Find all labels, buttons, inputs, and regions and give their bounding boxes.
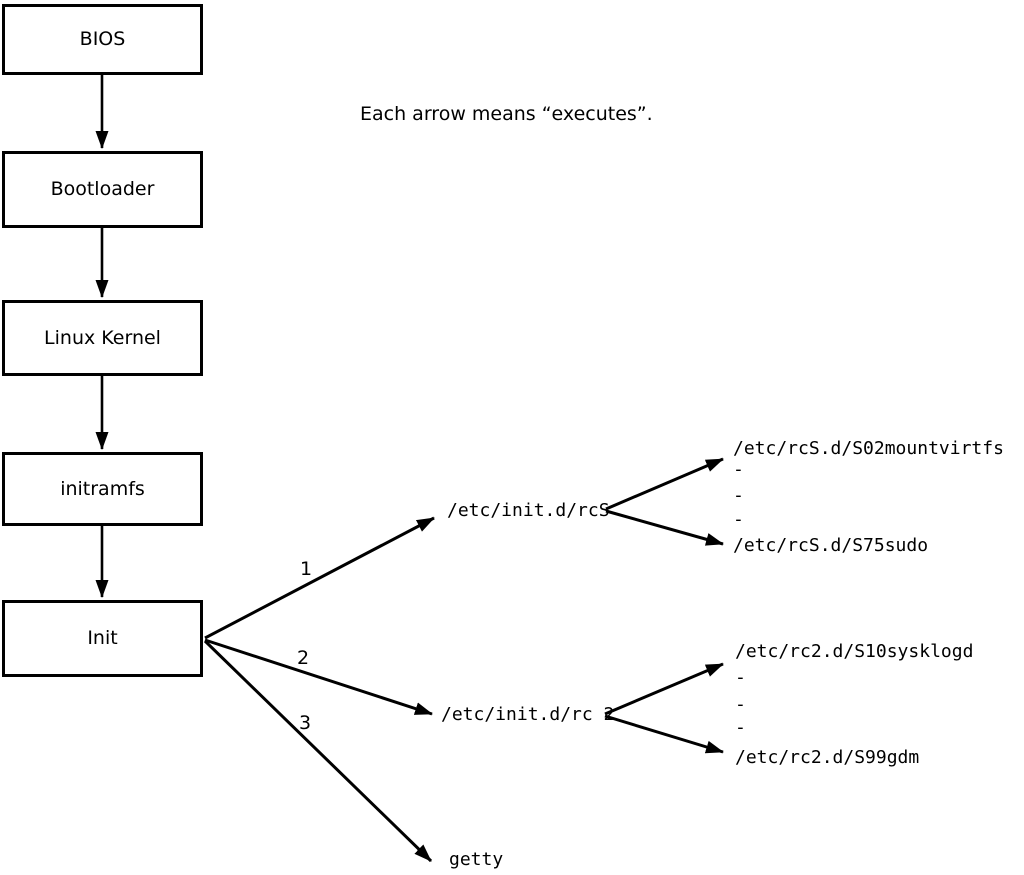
label-etc-init-d-rcs: /etc/init.d/rcS (447, 500, 610, 521)
arrow-init-to-getty (203, 639, 433, 863)
label-rcs-first-child: /etc/rcS.d/S02mountvirtfs (733, 438, 1004, 459)
box-bios: BIOS (2, 4, 203, 75)
label-rcs-ellipsis-3: - (733, 509, 744, 530)
arrow-rcs-to-s75 (605, 509, 724, 546)
box-linux-kernel: Linux Kernel (2, 300, 203, 376)
label-rc2-ellipsis-2: - (735, 694, 746, 715)
branch-order-1: 1 (300, 558, 313, 580)
arrow-rc2-to-s10 (604, 662, 724, 716)
label-etc-init-d-rc2: /etc/init.d/rc 2 (441, 704, 615, 725)
box-bootloader-label: Bootloader (50, 178, 155, 200)
label-rc2-ellipsis-3: - (735, 717, 746, 738)
label-rc2-ellipsis-1: - (735, 667, 746, 688)
box-bios-label: BIOS (79, 28, 126, 50)
arrow-init-to-rcs (204, 516, 435, 640)
box-bootloader: Bootloader (2, 151, 203, 228)
label-rc2-last-child: /etc/rc2.d/S99gdm (735, 747, 920, 768)
box-linux-kernel-label: Linux Kernel (44, 326, 161, 349)
branch-order-2: 2 (297, 647, 310, 669)
arrow-init-to-rc2 (204, 638, 433, 716)
box-init: Init (2, 600, 203, 677)
box-init-label: Init (87, 627, 118, 649)
label-rcs-last-child: /etc/rcS.d/S75sudo (733, 535, 929, 556)
arrow-rc2-to-s99 (604, 714, 724, 754)
label-rcs-ellipsis-2: - (733, 485, 744, 506)
legend-note: Each arrow means “executes”. (360, 103, 653, 125)
branch-order-3: 3 (299, 712, 312, 734)
label-rc2-first-child: /etc/rc2.d/S10sysklogd (735, 641, 974, 662)
label-getty: getty (449, 849, 504, 870)
arrow-rcs-to-s02 (605, 457, 724, 511)
box-initramfs-label: initramfs (60, 477, 145, 500)
box-initramfs: initramfs (2, 452, 203, 526)
label-rcs-ellipsis-1: - (733, 459, 744, 480)
